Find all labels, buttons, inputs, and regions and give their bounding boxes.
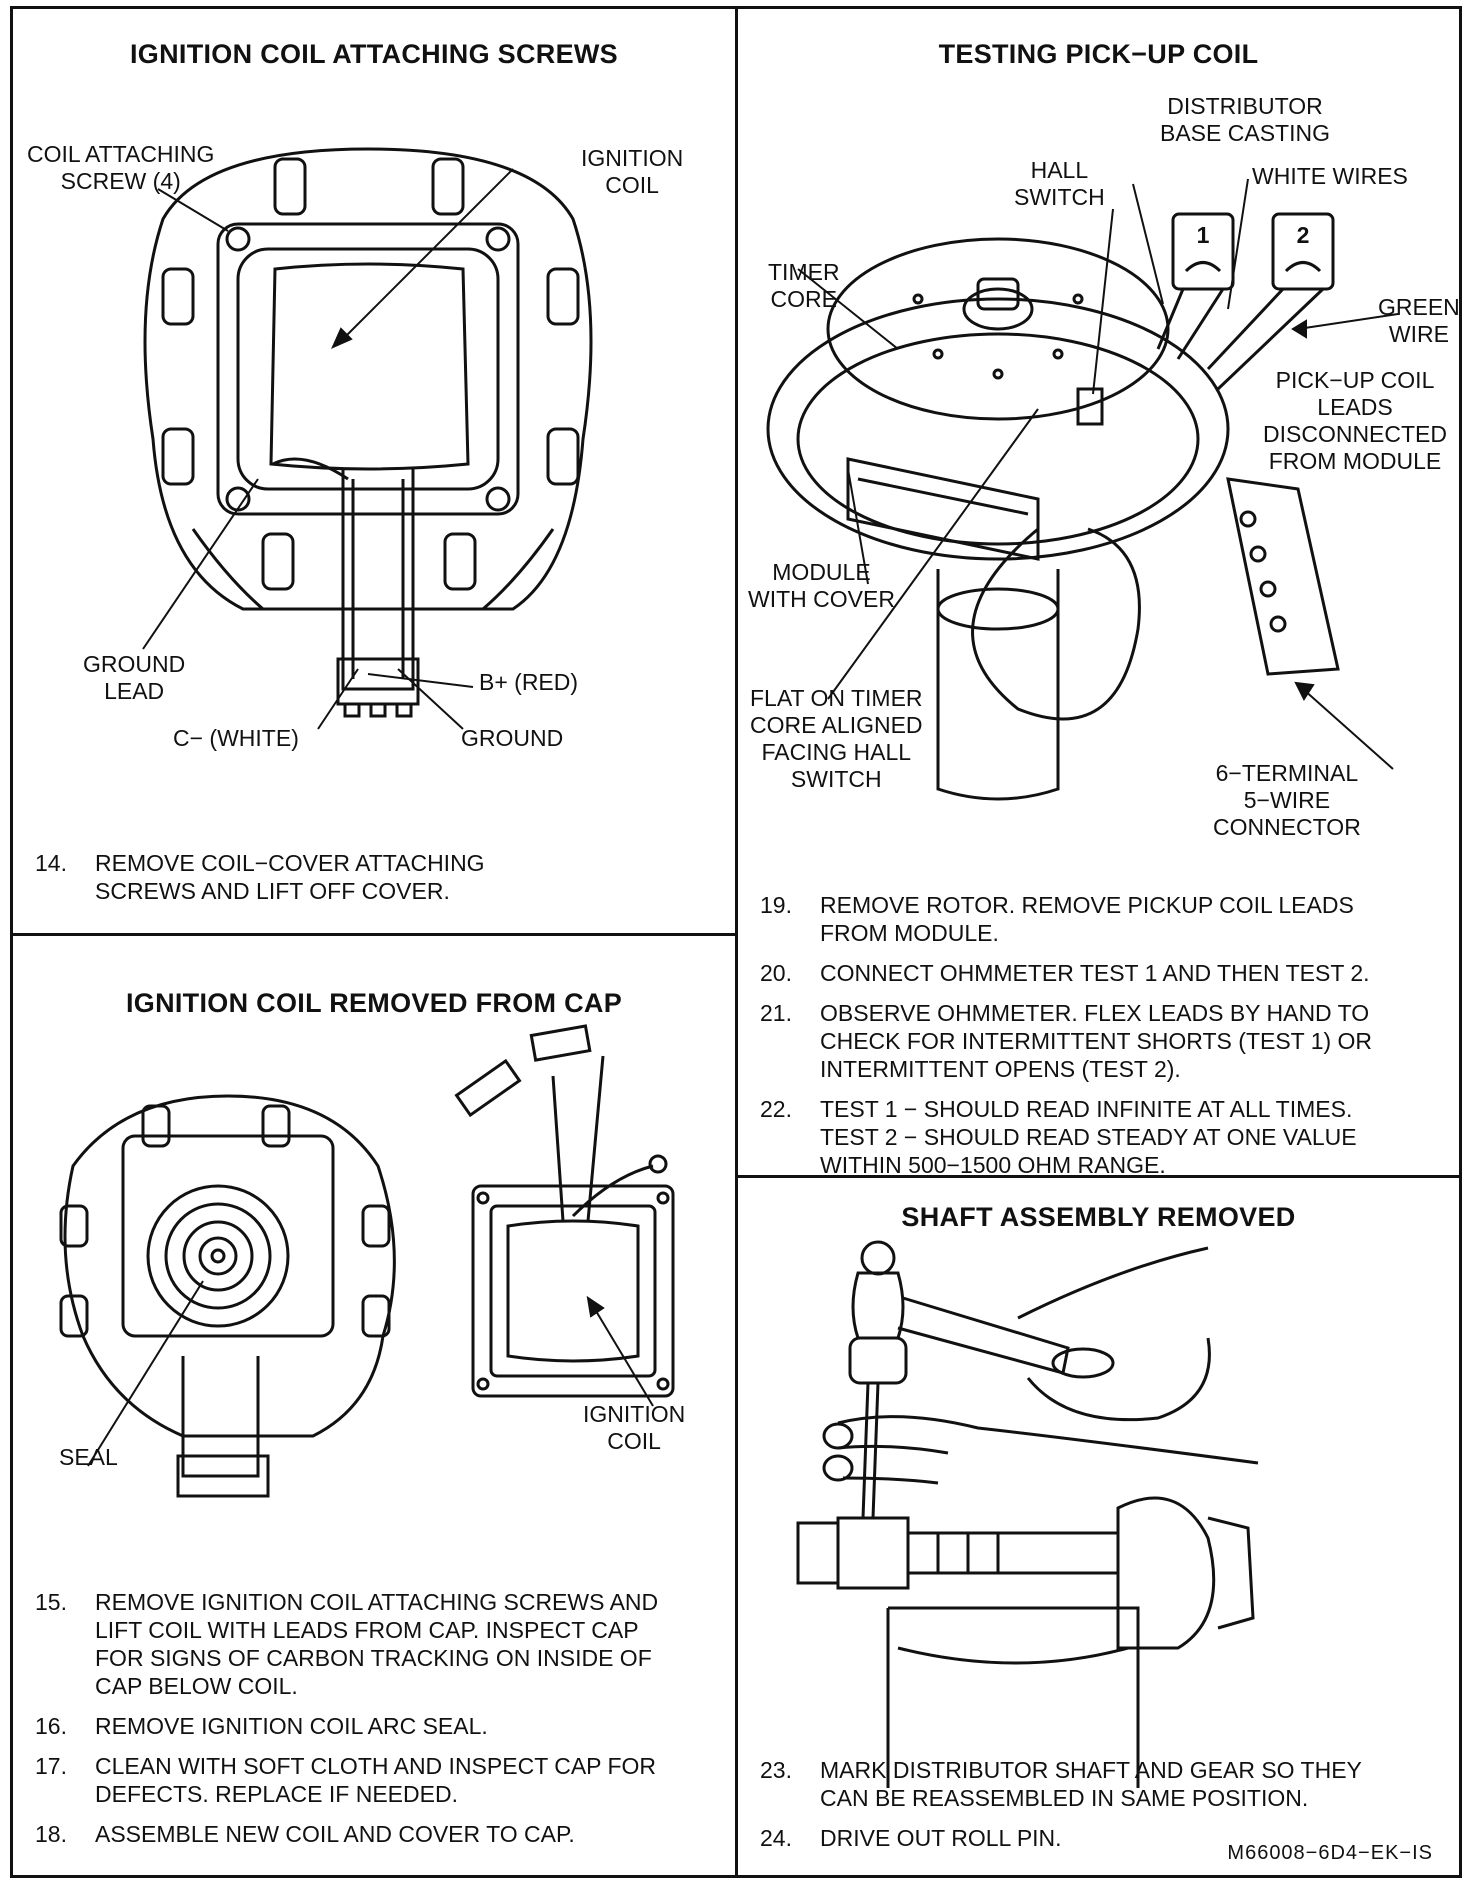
panel-title: IGNITION COIL ATTACHING SCREWS	[130, 39, 618, 69]
label-6-terminal-connector: 6−TERMINAL 5−WIRE CONNECTOR	[1213, 760, 1361, 840]
label-pickup-coil-leads: PICK−UP COIL LEADS DISCONNECTED FROM MOD…	[1263, 367, 1448, 474]
step-item: 23. MARK DISTRIBUTOR SHAFT AND GEAR SO T…	[760, 1756, 1450, 1812]
step-text: REMOVE ROTOR. REMOVE PICKUP COIL LEADS F…	[820, 892, 1354, 946]
step-text: TEST 1 − SHOULD READ INFINITE AT ALL TIM…	[820, 1096, 1357, 1178]
distributor-cap-top-illustration	[142, 147, 593, 730]
label-b-plus-red: B+ (RED)	[479, 669, 579, 695]
label-c-minus-white: C− (WHITE)	[173, 725, 299, 751]
step-number: 21.	[760, 1000, 792, 1026]
step-number: 24.	[760, 1825, 792, 1851]
label-ground: GROUND	[461, 725, 564, 751]
step-text: ASSEMBLE NEW COIL AND COVER TO CAP.	[95, 1821, 575, 1847]
panel-title: TESTING PICK−UP COIL	[938, 39, 1259, 69]
step-number: 16.	[35, 1713, 67, 1739]
label-seal: SEAL	[59, 1444, 118, 1470]
step-number: 15.	[35, 1589, 67, 1615]
step-text: REMOVE COIL−COVER ATTACHING SCREWS AND L…	[95, 850, 485, 904]
step-text: REMOVE IGNITION COIL ATTACHING SCREWS AN…	[95, 1589, 659, 1699]
step-item: 17. CLEAN WITH SOFT CLOTH AND INSPECT CA…	[35, 1752, 725, 1808]
panel-shaft-removed: SHAFT ASSEMBLY REMOVED	[735, 1175, 1462, 1878]
label-coil-attaching-screw: COIL ATTACHING SCREW (4)	[27, 141, 215, 194]
step-item: 16. REMOVE IGNITION COIL ARC SEAL.	[35, 1712, 725, 1740]
step-number: 19.	[760, 892, 792, 918]
label-ignition-coil: IGNITION COIL	[583, 1401, 686, 1454]
panel-coil-screws: IGNITION COIL ATTACHING SCREWS	[10, 6, 738, 936]
step-number: 22.	[760, 1096, 792, 1122]
step-item: 15. REMOVE IGNITION COIL ATTACHING SCREW…	[35, 1588, 725, 1700]
steps-list: 15. REMOVE IGNITION COIL ATTACHING SCREW…	[35, 1588, 725, 1860]
step-item: 18. ASSEMBLE NEW COIL AND COVER TO CAP.	[35, 1820, 725, 1848]
step-item: 20. CONNECT OHMMETER TEST 1 AND THEN TES…	[760, 959, 1450, 987]
distributor-pickup-illustration	[766, 178, 1399, 801]
step-text: REMOVE IGNITION COIL ARC SEAL.	[95, 1713, 488, 1739]
panel-coil-removed: IGNITION COIL REMOVED FROM CAP	[10, 933, 738, 1878]
label-timer-core: TIMER CORE	[768, 259, 840, 312]
step-item: 14. REMOVE COIL−COVER ATTACHING SCREWS A…	[35, 849, 715, 905]
panel-title: SHAFT ASSEMBLY REMOVED	[901, 1202, 1296, 1232]
meter-1-label: 1	[1196, 222, 1210, 248]
label-ground-lead: GROUND LEAD	[83, 651, 186, 704]
label-white-wires: WHITE WIRES	[1252, 163, 1408, 189]
steps-list: 23. MARK DISTRIBUTOR SHAFT AND GEAR SO T…	[760, 1756, 1450, 1864]
label-module-with-cover: MODULE WITH COVER	[748, 559, 895, 612]
step-item: 24. DRIVE OUT ROLL PIN.	[760, 1824, 1450, 1852]
label-ignition-coil: IGNITION COIL	[581, 145, 684, 198]
step-text: DRIVE OUT ROLL PIN.	[820, 1825, 1062, 1851]
step-text: OBSERVE OHMMETER. FLEX LEADS BY HAND TO …	[820, 1000, 1373, 1082]
label-flat-on-timer-core: FLAT ON TIMER CORE ALIGNED FACING HALL S…	[750, 685, 923, 792]
meter-2-label: 2	[1296, 222, 1310, 248]
steps-list: 14. REMOVE COIL−COVER ATTACHING SCREWS A…	[35, 849, 715, 917]
step-number: 23.	[760, 1757, 792, 1783]
step-number: 14.	[35, 850, 67, 876]
step-text: MARK DISTRIBUTOR SHAFT AND GEAR SO THEY …	[820, 1757, 1362, 1811]
step-item: 19. REMOVE ROTOR. REMOVE PICKUP COIL LEA…	[760, 891, 1450, 947]
step-text: CONNECT OHMMETER TEST 1 AND THEN TEST 2.	[820, 960, 1370, 986]
step-item: 21. OBSERVE OHMMETER. FLEX LEADS BY HAND…	[760, 999, 1450, 1083]
step-number: 17.	[35, 1753, 67, 1779]
label-green-wire: GREEN WIRE	[1378, 294, 1460, 347]
cap-and-coil-illustration	[59, 1024, 675, 1498]
figure-code: M66008−6D4−EK−IS	[1227, 1842, 1433, 1864]
steps-list: 19. REMOVE ROTOR. REMOVE PICKUP COIL LEA…	[760, 891, 1450, 1191]
shaft-hammer-illustration	[796, 1240, 1259, 1788]
panel-title: IGNITION COIL REMOVED FROM CAP	[125, 988, 622, 1018]
step-text: CLEAN WITH SOFT CLOTH AND INSPECT CAP FO…	[95, 1753, 657, 1807]
step-number: 18.	[35, 1821, 67, 1847]
panel-pickup-coil: TESTING PICK−UP COIL	[735, 6, 1462, 1178]
step-item: 22. TEST 1 − SHOULD READ INFINITE AT ALL…	[760, 1095, 1450, 1179]
label-distributor-base-casting: DISTRIBUTOR BASE CASTING	[1160, 93, 1330, 146]
label-hall-switch: HALL SWITCH	[1014, 157, 1105, 210]
step-number: 20.	[760, 960, 792, 986]
